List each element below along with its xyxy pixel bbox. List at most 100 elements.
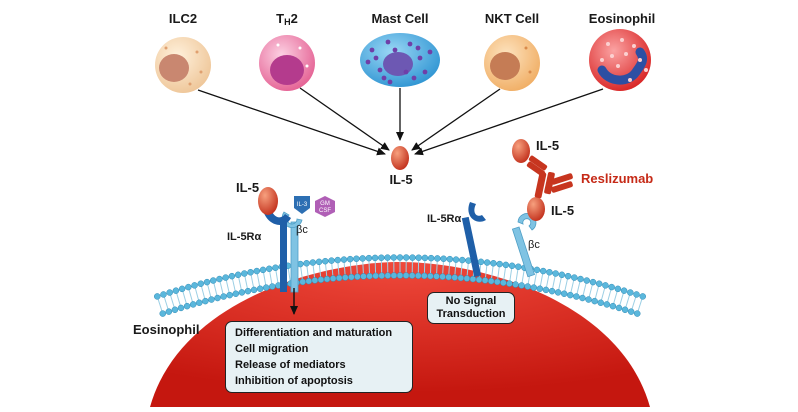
label-ilc2: ILC2: [169, 11, 197, 26]
granule: [428, 50, 433, 55]
lipid-head: [330, 276, 336, 282]
lipid-head: [447, 256, 453, 262]
granule: [412, 76, 417, 81]
label-il5ra-right: IL-5Rα: [427, 213, 461, 225]
lipid-head: [172, 307, 178, 313]
lipid-head: [500, 280, 506, 286]
granule: [408, 42, 413, 47]
lipid-head: [519, 283, 525, 289]
lipid-head: [488, 278, 494, 284]
granule: [370, 48, 375, 53]
lipid-head: [385, 273, 391, 279]
lipid-head: [409, 255, 415, 261]
lipid-head: [328, 258, 334, 264]
granule: [378, 68, 383, 73]
lipid-head: [494, 279, 500, 285]
cell-nkt-cell: [484, 35, 540, 91]
lipid-head: [584, 278, 590, 284]
label-th2-suffix: 2: [291, 11, 298, 26]
lipid-head: [221, 294, 227, 300]
lipid-head: [185, 284, 191, 290]
effect-item: Release of mediators: [235, 357, 412, 373]
granule: [374, 56, 379, 61]
granule: [638, 58, 642, 62]
granule: [620, 38, 624, 42]
lipid-head: [378, 255, 384, 261]
lipid-head: [596, 281, 602, 287]
cell-ilc2: [155, 37, 211, 93]
label-il5-top-right: IL-5: [536, 138, 559, 153]
granule: [423, 70, 428, 75]
granule: [366, 60, 371, 65]
effect-item: Differentiation and maturation: [235, 325, 412, 341]
lipid-head: [598, 300, 604, 306]
lipid-head: [336, 275, 342, 281]
lipid-head: [628, 309, 634, 315]
lipid-head: [640, 293, 646, 299]
lipid-head: [173, 288, 179, 294]
lipid-head: [269, 284, 275, 290]
no-signal-line1: No Signal: [428, 295, 514, 308]
lipid-head: [515, 264, 521, 270]
granule: [624, 52, 628, 56]
lipid-head: [257, 286, 263, 292]
lipid-head: [627, 290, 633, 296]
lipid-head: [459, 257, 465, 263]
lipid-head: [497, 261, 503, 267]
granule: [416, 46, 421, 51]
lipid-head: [415, 273, 421, 279]
lipid-head: [354, 274, 360, 280]
lipid-head: [304, 260, 310, 266]
effect-item: Cell migration: [235, 341, 412, 357]
lipid-head: [300, 279, 306, 285]
granule: [382, 76, 387, 81]
granule: [632, 44, 636, 48]
label-mast-cell: Mast Cell: [371, 11, 428, 26]
lipid-head: [366, 255, 372, 261]
lipid-head: [192, 282, 198, 288]
arrow-eosinophil: [415, 89, 603, 154]
lipid-head: [306, 278, 312, 284]
lipid-head: [367, 273, 373, 279]
lipid-head: [373, 273, 379, 279]
lipid-head: [602, 282, 608, 288]
lipid-head: [610, 303, 616, 309]
label-eosinophil-cell: Eosinophil: [589, 11, 655, 26]
lipid-head: [178, 305, 184, 311]
cell-mast-cell: [360, 33, 440, 87]
lipid-head: [616, 305, 622, 311]
lipid-head: [210, 278, 216, 284]
lipid-head: [391, 255, 397, 261]
no-signal-box: No Signal Transduction: [427, 292, 515, 324]
lipid-head: [484, 260, 490, 266]
lipid-head: [422, 255, 428, 261]
lipid-head: [379, 273, 385, 279]
lipid-head: [549, 288, 555, 294]
gm-csf-label-line2: CSF: [319, 208, 331, 214]
lipid-head: [634, 311, 640, 317]
lipid-head: [397, 255, 403, 261]
arrow-nkt-cell: [412, 89, 500, 150]
lipid-head: [372, 255, 378, 261]
lipid-head: [590, 279, 596, 285]
lipid-head: [573, 294, 579, 300]
lipid-head: [565, 273, 571, 279]
lipid-head: [316, 259, 322, 265]
lipid-head: [342, 275, 348, 281]
lipid-head: [428, 255, 434, 261]
lipid-head: [235, 272, 241, 278]
lipid-head: [446, 274, 452, 280]
lipid-head: [154, 293, 160, 299]
lipid-head: [391, 273, 397, 279]
granule: [393, 48, 398, 53]
lipid-head: [609, 284, 615, 290]
lipid-head: [464, 276, 470, 282]
lipid-head: [543, 287, 549, 293]
lipid-head: [452, 275, 458, 281]
label-il5-left: IL-5: [236, 180, 259, 195]
granule: [388, 80, 393, 85]
lipid-head: [434, 255, 440, 261]
lipid-head: [196, 300, 202, 306]
lipid-head: [385, 255, 391, 261]
lipid-head: [254, 268, 260, 274]
